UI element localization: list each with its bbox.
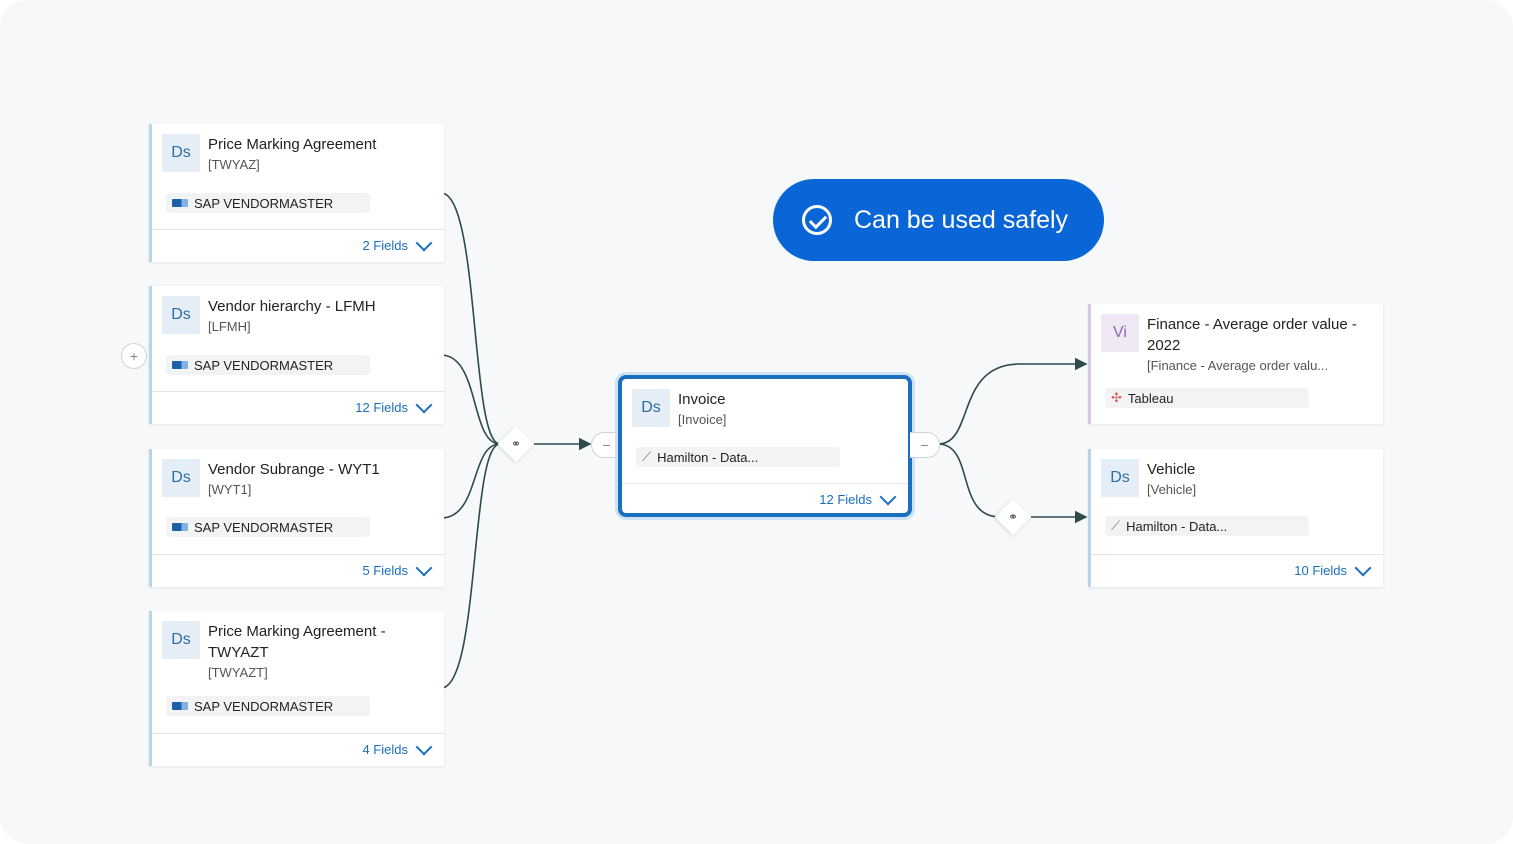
sap-icon: [172, 523, 188, 531]
card-divider: [152, 733, 444, 734]
card-title: Finance - Average order value - 2022[Fin…: [1147, 314, 1373, 375]
link-to-joint: [937, 443, 1001, 518]
card-title: Vehicle[Vehicle]: [1147, 459, 1373, 499]
source-card-2[interactable]: Ds Vendor hierarchy - LFMH[LFMH] SAP VEN…: [149, 286, 444, 424]
dataset-badge: Ds: [162, 459, 200, 497]
source-card-1[interactable]: Ds Price Marking Agreement[TWYAZ] SAP VE…: [149, 124, 444, 262]
fields-toggle[interactable]: 4 Fields: [362, 738, 433, 757]
card-code: [WYT1]: [208, 482, 252, 497]
fields-toggle[interactable]: 2 Fields: [362, 234, 433, 253]
link-to-finance: [937, 357, 1088, 445]
card-code: [LFMH]: [208, 319, 251, 334]
card-title: Vendor hierarchy - LFMH[LFMH]: [208, 296, 434, 336]
card-title: Vendor Subrange - WYT1[WYT1]: [208, 459, 434, 499]
card-divider: [1091, 554, 1383, 555]
source-tag: ⟋Hamilton - Data...: [1105, 516, 1309, 536]
link-card-3: [440, 443, 501, 519]
card-title: Invoice[Invoice]: [678, 389, 898, 429]
target-card-finance[interactable]: Vi Finance - Average order value - 2022[…: [1088, 304, 1383, 424]
source-tag: ✣Tableau: [1105, 388, 1309, 408]
database-icon: ⟋: [642, 449, 652, 464]
check-circle-icon: [802, 205, 832, 235]
visualization-badge: Vi: [1101, 314, 1139, 352]
card-title: Price Marking Agreement - TWYAZT[TWYAZT]: [208, 621, 434, 682]
source-card-3[interactable]: Ds Vendor Subrange - WYT1[WYT1] SAP VEND…: [149, 449, 444, 587]
status-badge: Can be used safely: [773, 179, 1104, 261]
source-tag: SAP VENDORMASTER: [166, 517, 370, 537]
card-divider: [152, 229, 444, 230]
card-code: [TWYAZT]: [208, 665, 268, 680]
card-code: [TWYAZ]: [208, 157, 260, 172]
link-card-1: [440, 192, 501, 445]
source-tag: SAP VENDORMASTER: [166, 696, 370, 716]
database-icon: ⟋: [1111, 518, 1121, 533]
fields-toggle[interactable]: 12 Fields: [819, 488, 897, 507]
chevron-down-icon: [415, 559, 433, 576]
invoice-card[interactable]: Ds Invoice[Invoice] ⟋Hamilton - Data... …: [618, 375, 912, 517]
card-divider: [152, 391, 444, 392]
source-tag: SAP VENDORMASTER: [166, 193, 370, 213]
fields-toggle[interactable]: 5 Fields: [362, 559, 433, 578]
link-card-2: [440, 354, 501, 445]
dataset-badge: Ds: [162, 134, 200, 172]
link-card-4: [440, 443, 501, 689]
source-tag: ⟋Hamilton - Data...: [636, 447, 840, 467]
target-card-vehicle[interactable]: Ds Vehicle[Vehicle] ⟋Hamilton - Data... …: [1088, 449, 1383, 587]
expand-upstream-button[interactable]: +: [121, 343, 147, 369]
card-divider: [152, 554, 444, 555]
tableau-icon: ✣: [1111, 390, 1122, 405]
collapse-upstream-button[interactable]: −: [591, 432, 621, 458]
chevron-down-icon: [879, 488, 897, 505]
card-title: Price Marking Agreement[TWYAZ]: [208, 134, 434, 174]
card-code: [Finance - Average order valu...: [1147, 358, 1329, 373]
fields-toggle[interactable]: 12 Fields: [355, 396, 433, 415]
fields-toggle[interactable]: 10 Fields: [1294, 559, 1372, 578]
chevron-down-icon: [415, 396, 433, 413]
source-tag: SAP VENDORMASTER: [166, 355, 370, 375]
chevron-down-icon: [415, 738, 433, 755]
sap-icon: [172, 361, 188, 369]
chevron-down-icon: [1354, 559, 1372, 576]
sap-icon: [172, 702, 188, 710]
dataset-badge: Ds: [162, 621, 200, 659]
dataset-badge: Ds: [162, 296, 200, 334]
collapse-downstream-button[interactable]: −: [910, 432, 940, 458]
sap-icon: [172, 199, 188, 207]
chevron-down-icon: [415, 234, 433, 251]
card-code: [Vehicle]: [1147, 482, 1197, 497]
card-divider: [622, 483, 908, 484]
card-code: [Invoice]: [678, 412, 727, 427]
status-label: Can be used safely: [854, 205, 1069, 234]
dataset-badge: Ds: [1101, 459, 1139, 497]
source-card-4[interactable]: Ds Price Marking Agreement - TWYAZT[TWYA…: [149, 611, 444, 766]
dataset-badge: Ds: [632, 389, 670, 427]
